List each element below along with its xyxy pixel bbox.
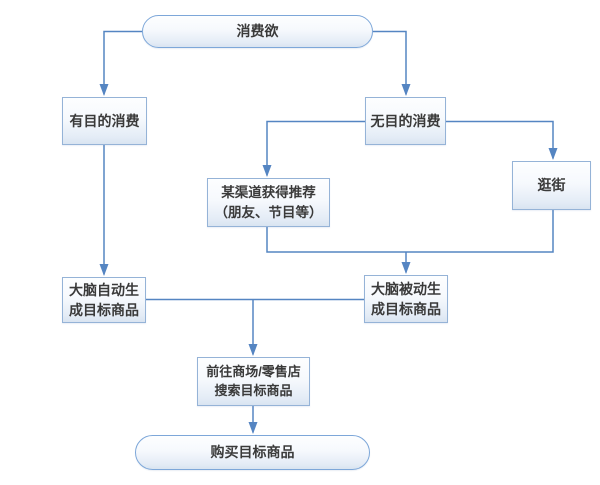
node-purposeful-consumption: 有目的消费 [62, 97, 147, 145]
node-purchase-target-product: 购买目标商品 [135, 435, 370, 470]
edge-start-to-purposeless [373, 30, 411, 96]
node-window-shopping: 逛街 [512, 161, 591, 210]
node-brain-auto-generate-target: 大脑自动生 成目标商品 [62, 277, 146, 323]
node-consumption-desire: 消费欲 [142, 15, 373, 48]
node-channel-recommendation: 某渠道获得推荐 （朋友、节目等） [207, 178, 330, 227]
edge-purposeless-to-channel [262, 120, 365, 177]
edge-start-to-purposeful [99, 30, 142, 96]
edge-merge-channel-stroll [266, 210, 554, 253]
edge-purposeless-to-stroll [446, 120, 558, 160]
node-brain-passive-generate-target: 大脑被动生 成目标商品 [364, 275, 448, 323]
node-go-to-mall-search: 前往商场/零售店 搜索目标商品 [197, 357, 310, 406]
node-purposeless-consumption: 无目的消费 [365, 97, 446, 145]
